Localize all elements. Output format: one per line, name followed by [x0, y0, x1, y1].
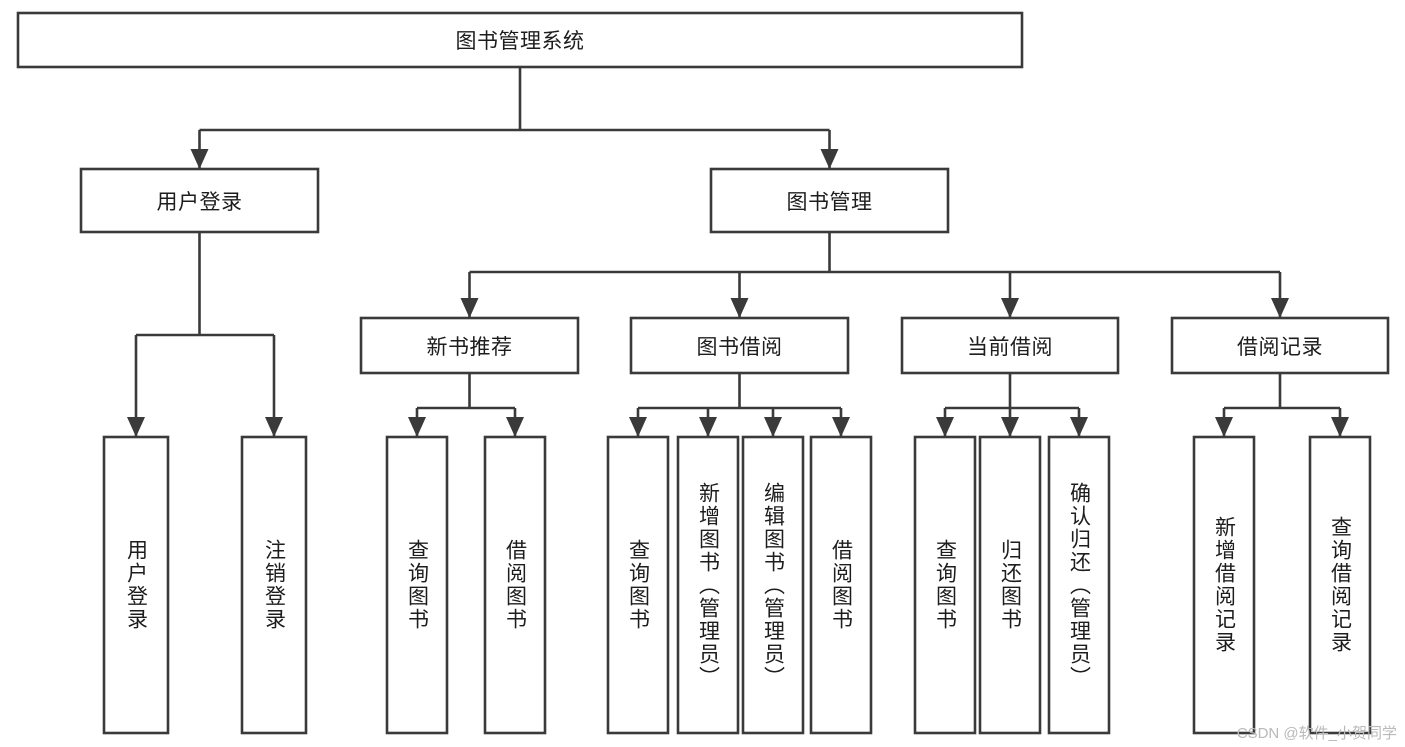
arrow-icon-mgr-to-借阅记录	[1271, 298, 1289, 318]
node-box-leaf-user-0[interactable]	[102, 435, 170, 735]
node-box-leaf-3-0[interactable]	[1192, 435, 1256, 735]
arrow-icon-group-2-leaf-2	[1070, 417, 1088, 437]
node-box-leaf-0-0[interactable]	[385, 435, 449, 735]
node-box-root[interactable]	[16, 11, 1024, 69]
node-box-leaf-1-0[interactable]	[606, 435, 670, 735]
node-box-leaf-2-2[interactable]	[1047, 435, 1111, 735]
arrow-icon-group-0-leaf-0	[408, 417, 426, 437]
arrow-icon-group-3-leaf-0	[1215, 417, 1233, 437]
node-box-leaf-2-0[interactable]	[913, 435, 977, 735]
node-box-图书借阅-l3-1[interactable]	[629, 316, 850, 375]
arrow-icon-group-1-leaf-2	[764, 417, 782, 437]
node-box-图书管理-l2-1[interactable]	[709, 167, 950, 234]
node-box-用户登录-l2-0[interactable]	[79, 167, 320, 234]
arrow-icon-root-to-图书管理	[820, 149, 839, 169]
node-box-leaf-2-1[interactable]	[978, 435, 1042, 735]
arrow-icon-group-1-leaf-1	[699, 417, 717, 437]
node-box-leaf-1-2[interactable]	[741, 435, 805, 735]
arrow-icon-group-0-leaf-1	[506, 417, 524, 437]
arrow-icon-group-3-leaf-1	[1331, 417, 1349, 437]
arrow-icon-mgr-to-图书借阅	[730, 298, 749, 318]
arrow-icon-mgr-to-新书推荐	[460, 298, 479, 318]
arrow-icon-group-2-leaf-1	[1001, 417, 1019, 437]
node-box-leaf-user-1[interactable]	[240, 435, 308, 735]
arrow-icon-user-leaf-1	[265, 417, 283, 437]
node-box-leaf-3-1[interactable]	[1308, 435, 1372, 735]
node-box-leaf-0-1[interactable]	[483, 435, 547, 735]
node-box-新书推荐-l3-0[interactable]	[359, 316, 580, 375]
node-box-leaf-1-1[interactable]	[676, 435, 740, 735]
node-box-leaf-1-3[interactable]	[809, 435, 873, 735]
nodes-layer	[16, 11, 1390, 735]
arrow-icon-user-leaf-0	[127, 417, 145, 437]
arrow-icon-mgr-to-当前借阅	[1001, 298, 1019, 318]
arrow-icon-root-to-用户登录	[190, 149, 209, 169]
node-box-借阅记录-l3-3[interactable]	[1170, 316, 1390, 375]
arrow-icon-group-1-leaf-3	[832, 417, 850, 437]
node-box-当前借阅-l3-2[interactable]	[900, 316, 1120, 375]
edges-layer	[127, 67, 1349, 437]
arrow-icon-group-2-leaf-0	[936, 417, 954, 437]
arrow-icon-group-1-leaf-0	[629, 417, 647, 437]
